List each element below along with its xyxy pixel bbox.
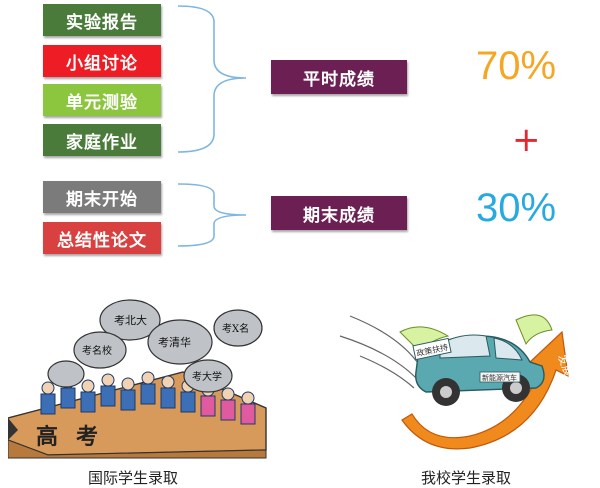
road-text: 高考 [36, 424, 116, 450]
arrow-text: 发展前景 [555, 352, 583, 398]
bag-text: 考名校 [82, 344, 112, 357]
category-label: 实验报告 [66, 12, 138, 33]
group-box-regular: 平时成绩 [271, 60, 407, 94]
category-label: 小组讨论 [66, 53, 138, 74]
category-label: 单元测验 [66, 92, 138, 113]
category-box-final-start: 期末开始 [43, 181, 161, 213]
plus-sign: + [512, 120, 541, 160]
group-label: 平时成绩 [303, 69, 375, 90]
bag-text: 考大学 [192, 370, 222, 383]
left-illustration: 考北大 考清华 考名校 考大学 考X名 高考 [8, 299, 267, 459]
bracket-final [177, 183, 247, 247]
percent-regular: 70% [476, 44, 557, 88]
category-label: 家庭作业 [66, 132, 138, 153]
category-box-discussion: 小组讨论 [43, 45, 161, 77]
category-box-quiz: 单元测验 [43, 84, 161, 116]
caption-our-school: 我校学生录取 [420, 469, 511, 487]
category-box-report: 实验报告 [43, 4, 161, 36]
bag-text: 考X名 [222, 322, 249, 335]
rising-arrow [401, 330, 569, 450]
category-box-homework: 家庭作业 [43, 124, 161, 156]
bracket-regular [177, 5, 247, 153]
group-label: 期末成绩 [303, 205, 375, 226]
group-box-final: 期末成绩 [271, 196, 407, 230]
bag-text: 考北大 [114, 313, 147, 327]
category-label: 总结性论文 [57, 230, 147, 251]
category-label: 期末开始 [66, 189, 138, 210]
percent-final: 30% [476, 186, 557, 230]
category-box-summary-paper: 总结性论文 [43, 222, 161, 254]
car-plate-text: 新能源汽车 [482, 373, 517, 382]
caption-international: 国际学生录取 [87, 469, 178, 487]
right-illustration: 发展前景 政策扶持 新能源汽车 [339, 314, 583, 450]
bag-text: 考清华 [158, 335, 191, 349]
